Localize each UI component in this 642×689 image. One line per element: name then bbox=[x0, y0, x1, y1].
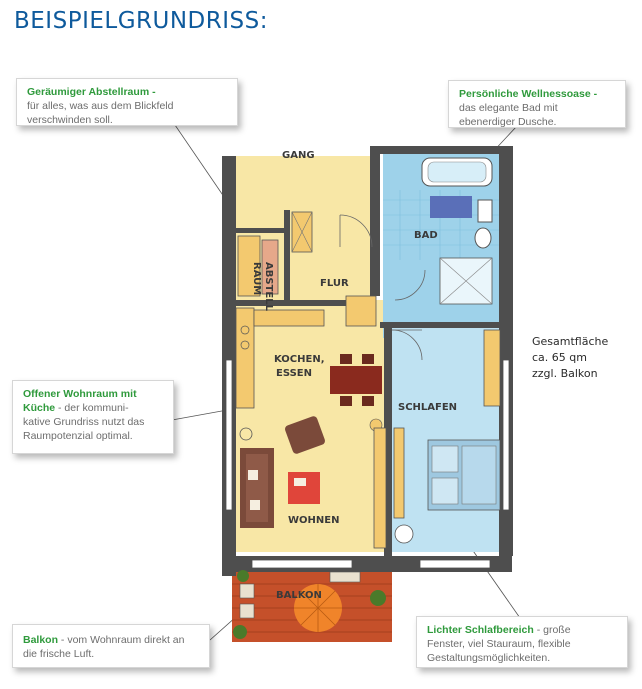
callout-schlafbereich-line2: Fenster, viel Stauraum, flexible bbox=[427, 638, 571, 650]
page-title: BEISPIELGRUNDRISS: bbox=[14, 8, 268, 34]
callout-balkon-heading: Balkon bbox=[23, 634, 59, 646]
doors bbox=[339, 214, 426, 361]
lamp bbox=[239, 427, 253, 441]
callout-schlafbereich: Lichter Schlafbereich - große Fenster, v… bbox=[416, 616, 628, 668]
room-label-wohnen: WOHNEN bbox=[288, 515, 339, 526]
wall-bath-west bbox=[370, 146, 380, 296]
window-south bbox=[251, 559, 353, 569]
windows bbox=[225, 359, 510, 569]
area-line-1: Gesamtfläche bbox=[532, 335, 609, 348]
room-label-essen: ESSEN bbox=[276, 368, 312, 379]
callout-abstellraum-heading: Geräumiger Abstellraum - bbox=[27, 86, 156, 98]
abstell-rack bbox=[261, 239, 279, 295]
callout-schlafbereich-heading: Lichter Schlafbereich bbox=[427, 624, 534, 636]
armchair bbox=[285, 416, 325, 454]
sink bbox=[477, 199, 493, 223]
bedroom-shelf bbox=[393, 427, 405, 519]
callout-wohnraum-heading-1: Offener Wohnraum mit bbox=[23, 388, 137, 400]
callout-schlafbereich-line3: Gestaltungsmöglichkeiten. bbox=[427, 652, 551, 664]
callout-wohnraum-line2: kative Grundriss nutzt das bbox=[23, 416, 145, 428]
abstell-shelf bbox=[237, 235, 261, 297]
room-label-gang: GANG bbox=[282, 150, 315, 161]
callout-wellness-heading: Persönliche Wellnessoase - bbox=[459, 88, 598, 100]
balcony-chair bbox=[239, 603, 255, 619]
total-area: Gesamtfläche ca. 65 qm zzgl. Balkon bbox=[532, 334, 608, 382]
callout-wellness: Persönliche Wellnessoase - das elegante … bbox=[448, 80, 626, 128]
callout-wohnraum-line3: Raumpotenzial optimal. bbox=[23, 430, 133, 442]
room-label-abstell-1: ABSTELL bbox=[263, 262, 274, 312]
room-label-balkon: BALKON bbox=[276, 590, 322, 601]
area-line-2: ca. 65 qm bbox=[532, 351, 587, 364]
room-label-bad: BAD bbox=[414, 230, 438, 241]
dining-table bbox=[330, 366, 382, 394]
tv-shelf bbox=[373, 427, 387, 549]
window-west bbox=[225, 359, 233, 511]
callout-wohnraum: Offener Wohnraum mit Küche - der kommuni… bbox=[12, 380, 174, 454]
room-label-kochen: KOCHEN, bbox=[274, 354, 325, 365]
area-line-3: zzgl. Balkon bbox=[532, 367, 598, 380]
chair bbox=[362, 354, 374, 364]
bedroom-wardrobe bbox=[483, 329, 501, 407]
wall-bed-north bbox=[380, 322, 500, 328]
callout-abstellraum-line2: verschwinden soll. bbox=[27, 114, 113, 126]
flur-cabinet bbox=[345, 295, 377, 327]
callout-balkon-line2: die frische Luft. bbox=[23, 648, 95, 660]
toilet bbox=[474, 227, 492, 249]
chair bbox=[362, 396, 374, 406]
callout-wellness-line1: das elegante Bad mit bbox=[459, 102, 558, 114]
callout-wellness-line2: ebenerdiger Dusche. bbox=[459, 116, 557, 128]
wall-east bbox=[499, 150, 513, 556]
callout-wohnraum-heading-2: Küche bbox=[23, 402, 56, 414]
callout-abstellraum-line1: für alles, was aus dem Blickfeld bbox=[27, 100, 174, 112]
rug bbox=[288, 472, 320, 504]
chair bbox=[340, 354, 352, 364]
room-label-schlafen: SCHLAFEN bbox=[398, 402, 457, 413]
callout-balkon-text-1: - vom Wohnraum direkt an bbox=[58, 634, 185, 646]
plant bbox=[237, 570, 249, 582]
bedroom-chair bbox=[394, 524, 414, 544]
wall-abstell bbox=[236, 228, 288, 233]
balcony-bench bbox=[329, 571, 361, 583]
window-bedroom bbox=[419, 559, 491, 569]
callout-abstellraum: Geräumiger Abstellraum - für alles, was … bbox=[16, 78, 238, 126]
kitchen-counter bbox=[235, 307, 255, 409]
callout-balkon: Balkon - vom Wohnraum direkt an die fris… bbox=[12, 624, 210, 668]
wall-bath-north bbox=[370, 146, 513, 154]
wall-bed-living bbox=[384, 322, 392, 558]
callout-wohnraum-text-1: - der kommuni- bbox=[55, 402, 129, 414]
wall-flur-living bbox=[236, 300, 346, 306]
chair bbox=[340, 396, 352, 406]
window-east bbox=[502, 359, 510, 511]
room-label-abstell-2: RAUM bbox=[251, 262, 262, 295]
plant bbox=[370, 590, 386, 606]
callout-schlafbereich-text-1: - große bbox=[533, 624, 571, 636]
wall-abstell-side bbox=[284, 210, 290, 300]
plant bbox=[233, 625, 247, 639]
bath-mat bbox=[430, 196, 472, 218]
room-label-flur: FLUR bbox=[320, 278, 349, 289]
balcony-chair bbox=[239, 583, 255, 599]
